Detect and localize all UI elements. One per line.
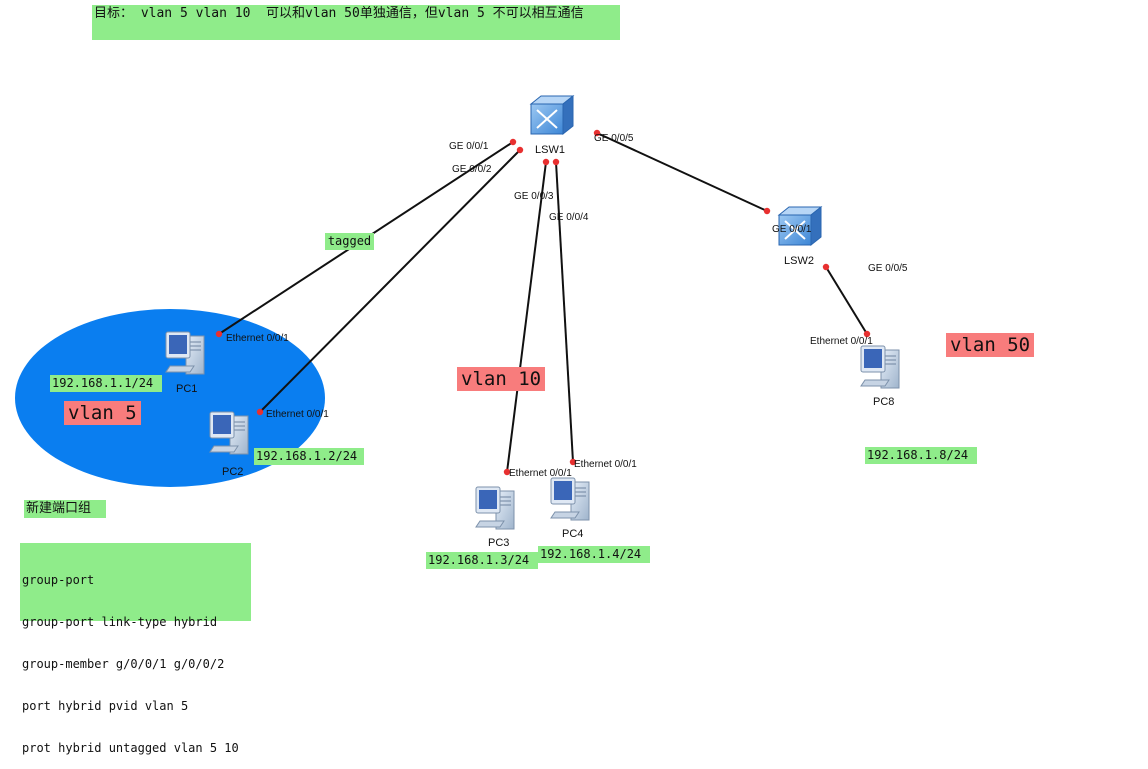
command-line: prot hybrid untagged vlan 5 10 <box>22 741 239 755</box>
link-lsw1-lsw2 <box>596 132 768 212</box>
pc-pc2[interactable]: PC2 <box>209 411 249 478</box>
pc-icon <box>860 345 900 389</box>
port-label: GE 0/0/2 <box>452 164 492 175</box>
port-label: Ethernet 0/0/1 <box>810 336 873 347</box>
port-label: Ethernet 0/0/1 <box>266 409 329 420</box>
port-label: GE 0/0/4 <box>549 212 589 223</box>
port-label: GE 0/0/1 <box>772 224 812 235</box>
command-line: group-port <box>22 573 95 587</box>
pc-icon <box>550 477 590 521</box>
link-lsw1-pc3 <box>506 161 547 473</box>
link-lsw2-pc8 <box>825 266 868 335</box>
port-label: GE 0/0/5 <box>594 133 634 144</box>
port-label: Ethernet 0/0/1 <box>574 459 637 470</box>
pc-pc3[interactable]: PC3 <box>475 486 515 549</box>
pc4-label: PC4 <box>562 528 583 540</box>
port-label: Ethernet 0/0/1 <box>509 468 572 479</box>
switch-icon <box>530 95 574 135</box>
pc-pc4[interactable]: PC4 <box>550 477 590 540</box>
vlan50-label: vlan 50 <box>946 333 1035 357</box>
link-lsw1-pc4 <box>555 161 574 463</box>
command-line: port hybrid pvid vlan 5 <box>22 699 189 713</box>
group-commands: group-port group-port link-type hybrid g… <box>20 543 251 755</box>
pc8-label: PC8 <box>873 396 894 408</box>
tagged-note: tagged <box>325 233 374 250</box>
port-label: GE 0/0/1 <box>449 141 489 152</box>
switch-lsw2[interactable]: LSW2 <box>778 206 822 267</box>
pc-pc1[interactable]: PC1 <box>165 331 205 395</box>
vlan10-label: vlan 10 <box>457 367 546 391</box>
port-label: Ethernet 0/0/1 <box>226 333 289 344</box>
ip-pc4: 192.168.1.4/24 <box>538 546 650 563</box>
pc-pc8[interactable]: PC8 <box>860 345 900 408</box>
port-dots <box>215 129 871 476</box>
pc-icon <box>165 331 205 375</box>
vlan5-label: vlan 5 <box>64 401 141 425</box>
ip-pc1: 192.168.1.1/24 <box>50 375 162 392</box>
goal-note: 目标： vlan 5 vlan 10 可以和vlan 50单独通信，但vlan … <box>92 5 620 40</box>
command-line: group-port link-type hybrid <box>22 615 218 629</box>
pc-icon <box>209 411 249 455</box>
lsw1-label: LSW1 <box>535 144 565 156</box>
ip-pc8: 192.168.1.8/24 <box>865 447 977 464</box>
port-label: GE 0/0/5 <box>868 263 908 274</box>
ip-pc3: 192.168.1.3/24 <box>426 552 538 569</box>
link-lsw1-pc2 <box>259 149 521 413</box>
pc3-label: PC3 <box>488 537 509 549</box>
pc1-label: PC1 <box>176 383 197 395</box>
switch-lsw1[interactable]: LSW1 <box>530 95 574 156</box>
group-title: 新建端口组 <box>24 500 106 518</box>
topology-diagram: LSW1 LSW2 PC1 PC2 PC3 PC4 PC8 GE 0/0/1 G… <box>15 95 908 549</box>
ip-pc2: 192.168.1.2/24 <box>254 448 364 465</box>
pc-icon <box>475 486 515 530</box>
pc2-label: PC2 <box>222 466 243 478</box>
lsw2-label: LSW2 <box>784 255 814 267</box>
command-line: group-member g/0/0/1 g/0/0/2 <box>22 657 225 671</box>
port-labels: GE 0/0/1 GE 0/0/2 GE 0/0/3 GE 0/0/4 GE 0… <box>226 133 908 479</box>
port-label: GE 0/0/3 <box>514 191 554 202</box>
